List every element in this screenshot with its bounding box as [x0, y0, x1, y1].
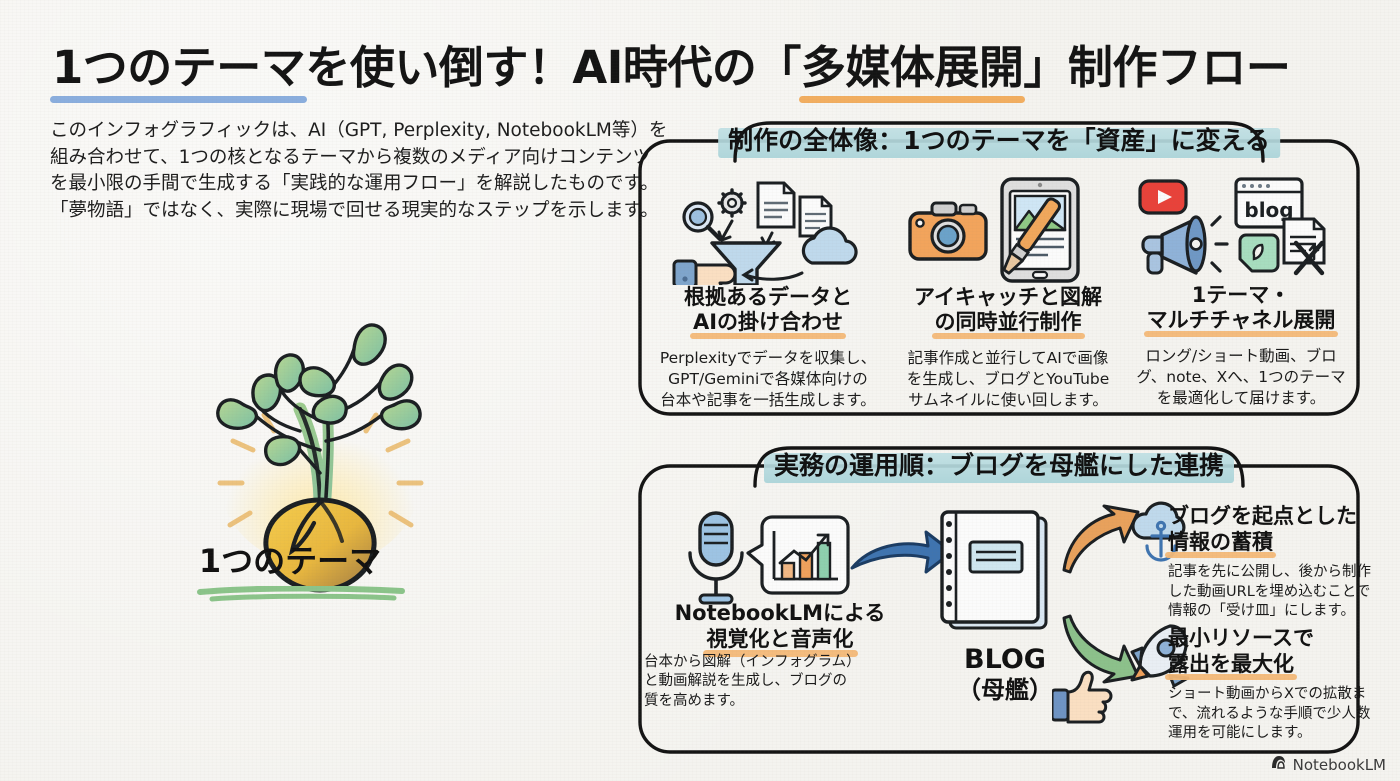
page-title-segment-2: を使い倒す！AI時代の「 [305, 41, 801, 94]
outcome-accumulation: ブログを起点とした 情報の蓄積 記事を先に公開し、後から制作 した動画URLを埋… [1165, 504, 1378, 621]
notebooklm-logo-icon [1270, 755, 1287, 774]
intro-line-2: 組み合わせて、1つの核となるテーマから複数のメディア向けコンテンツ [50, 146, 651, 168]
source-title: NotebookLMによる 視覚化と音声化 [674, 601, 886, 657]
page-title-segment-3: 多媒体展開 [798, 31, 1025, 103]
card-body: ロング/ショート動画、ブロ グ、note、Xへ、1つのテーマ を最適化して届けま… [1136, 347, 1346, 408]
hero-underline [196, 585, 410, 602]
source-body: 台本から図解（インフォグラム） と動画解説を生成し、ブログの 質を高めます。 [644, 654, 861, 709]
notebooklm-watermark: NotebookLM [1270, 755, 1386, 774]
arrow-to-accumulation-icon [1058, 504, 1150, 574]
panel-overview-title: 制作の全体像：1つのテーマを「資産」に変える [714, 119, 1284, 160]
panel-title-bracket [739, 440, 1259, 497]
intro-paragraph: このインフォグラフィックは、AI（GPT, Perplexity, Notebo… [50, 118, 668, 225]
microphone-chart-icon [666, 507, 916, 607]
page-title-segment-4: 」制作フロー [1023, 41, 1291, 94]
right-arrow-icon [846, 524, 956, 588]
card-multichannel: blog [1128, 175, 1354, 409]
card-title: 1テーマ・ マルチチャネル展開 [1143, 283, 1339, 338]
funnel-data-collection-icon [650, 177, 886, 293]
panel-workflow: 実務の運用順：ブログを母艦にした連携 [636, 446, 1362, 756]
panel-workflow-title: 実務の運用順：ブログを母艦にした連携 [760, 444, 1238, 485]
notebooklm-label: NotebookLM [1292, 755, 1386, 774]
outcome-title: ブログを起点とした 情報の蓄積 [1165, 504, 1357, 558]
hero-label: 1つのテーマ [198, 542, 382, 580]
card-body: Perplexityでデータを収集し、 GPT/Geminiで各媒体向けの 台本… [659, 349, 877, 410]
megaphone-multichannel-icon: blog [1128, 175, 1354, 283]
page-title: 1つのテーマを使い倒す！AI時代の「多媒体展開」制作フロー [49, 31, 1291, 103]
cloud-anchor-icon [1130, 500, 1196, 566]
notebook-icon [928, 500, 1068, 640]
rocket-icon [1126, 620, 1192, 690]
card-title: アイキャッチと図解 の同時並行制作 [914, 285, 1102, 340]
camera-tablet-paintbrush-icon [890, 177, 1126, 285]
intro-line-3: を最小限の手間で生成する「実践的な運用フロー」を解説したものです。 [50, 173, 659, 195]
page-title-segment-1: 1つのテーマ [49, 31, 308, 103]
outcome-exposure: 最小リソースで 露出を最大化 ショート動画からXでの拡散ま で、流れるような手順… [1165, 626, 1380, 743]
intro-line-1: このインフォグラフィックは、AI（GPT, Perplexity, Notebo… [50, 120, 668, 141]
panel-title-bracket [719, 115, 1279, 172]
panel-border [638, 139, 1360, 416]
card-body: 記事作成と並行してAIで画像 を生成し、ブログとYouTube サムネイルに使い… [906, 349, 1110, 410]
panel-overview: 制作の全体像：1つのテーマを「資産」に変える [636, 121, 1362, 418]
card-title: 根拠あるデータと AIの掛け合わせ [684, 285, 852, 340]
intro-line-4: 「夢物語」ではなく、実際に現場で回せる現実的なステップを示します。 [50, 199, 659, 221]
thumbs-up-icon [1050, 668, 1114, 724]
blog-hub-label: BLOG （母艦） [957, 644, 1053, 705]
panel-border [638, 464, 1360, 754]
card-data-ai: 根拠あるデータと AIの掛け合わせ Perplexityでデータを収集し、 GP… [650, 177, 886, 411]
outcome-body: 記事を先に公開し、後から制作 した動画URLを埋め込むことで 情報の「受け皿」に… [1168, 564, 1371, 619]
card-eyecatch: アイキャッチと図解 の同時並行制作 記事作成と並行してAIで画像 を生成し、ブロ… [890, 177, 1126, 411]
outcome-title: 最小リソースで 露出を最大化 [1165, 626, 1314, 680]
outcome-body: ショート動画からXでの拡散ま で、流れるような手順で少人数 運用を可能にします。 [1168, 686, 1371, 741]
